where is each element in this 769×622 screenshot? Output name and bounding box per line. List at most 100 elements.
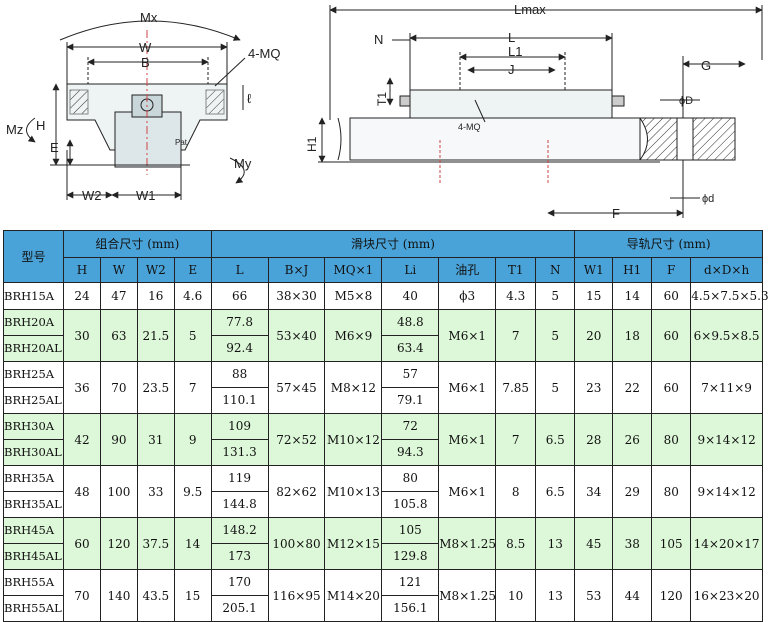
cell-t1: 4.3 xyxy=(495,282,537,310)
cell-e: 14 xyxy=(173,517,212,570)
cell-w: 90 xyxy=(99,413,138,466)
header-col: B×J xyxy=(267,257,326,283)
header-col: Li xyxy=(381,257,440,283)
cell-li-value: 72 xyxy=(382,414,439,440)
header-col: H1 xyxy=(612,257,653,283)
technical-drawing: Mx W B 4-MQ H E Mz W2 W1 My ℓ Pat xyxy=(6,2,763,221)
cell-w2: 23.5 xyxy=(136,361,175,414)
cell-mq: M10×13 xyxy=(324,465,383,518)
cell-li: 72 94.3 xyxy=(381,413,440,466)
model-cell-value: BRH20AL xyxy=(4,341,62,355)
model-cell-value: BRH20A xyxy=(4,310,64,336)
n-label: N xyxy=(374,32,383,47)
e-label: E xyxy=(50,140,59,155)
cell-f: 60 xyxy=(651,309,692,362)
pat-label: Pat xyxy=(175,138,188,147)
cell-l: 119 144.8 xyxy=(210,465,269,518)
cell-bxj: 116×95 xyxy=(267,569,326,622)
model-cell-value: BRH30AL xyxy=(4,445,62,459)
cell-w2: 16 xyxy=(136,282,175,310)
cell-oil-hole: M8×1.25 xyxy=(438,517,497,570)
cell-t1: 8.5 xyxy=(495,517,537,570)
cell-ddh: 7×11×9 xyxy=(690,361,763,414)
cell-li-value: 63.4 xyxy=(396,341,424,355)
cell-w: 70 xyxy=(99,361,138,414)
cell-w2: 21.5 xyxy=(136,309,175,362)
model-cell-value: BRH25A xyxy=(4,362,64,388)
header-col: F xyxy=(651,257,692,283)
cell-w1: 28 xyxy=(574,413,614,466)
cell-l-value: 109 xyxy=(211,414,268,440)
cell-li-value: 40 xyxy=(402,288,418,303)
cell-n: 5 xyxy=(535,282,576,310)
header-col: E xyxy=(173,257,212,283)
cell-h: 48 xyxy=(63,465,101,518)
cell-w2: 43.5 xyxy=(136,569,175,622)
cell-bxj: 53×40 xyxy=(267,309,326,362)
cell-li-value: 79.1 xyxy=(396,393,424,407)
model-cell: BRH15A xyxy=(2,282,65,310)
cell-oil-hole: ϕ3 xyxy=(438,282,497,310)
cell-ddh: 4.5×7.5×5.3 xyxy=(690,282,769,310)
cell-l-value: 110.1 xyxy=(222,393,257,407)
cell-l-value: 119 xyxy=(211,466,268,492)
cell-w: 63 xyxy=(99,309,138,362)
model-cell: BRH20A BRH20AL xyxy=(2,309,65,362)
cell-w: 47 xyxy=(99,282,138,310)
g-label: G xyxy=(701,58,711,73)
cell-mq: M6×9 xyxy=(324,309,383,362)
cell-n: 13 xyxy=(535,517,576,570)
cell-l-value: 88 xyxy=(211,362,268,388)
header-model: 型号 xyxy=(2,230,65,283)
cell-li-value: 129.8 xyxy=(393,549,428,563)
cell-mq: M14×20 xyxy=(324,569,383,622)
cell-l-value: 66 xyxy=(231,288,248,303)
cell-e: 7 xyxy=(173,361,212,414)
cell-n: 6.5 xyxy=(535,413,576,466)
model-cell-value: BRH25AL xyxy=(4,393,62,407)
cell-h1: 44 xyxy=(612,569,653,622)
my-label: My xyxy=(234,156,252,171)
cell-l-value: 148.2 xyxy=(211,518,268,544)
cell-ddh: 14×20×17 xyxy=(690,517,763,570)
cell-bxj: 72×52 xyxy=(267,413,326,466)
t1-label: T1 xyxy=(375,92,389,106)
mq-label: 4-MQ xyxy=(248,46,281,61)
cell-t1: 8 xyxy=(495,465,537,518)
f-label: F xyxy=(612,206,620,221)
cell-e: 15 xyxy=(173,569,212,622)
header-row-cols: H W W2 E L B×J MQ×1 Li 油孔 T1 N W1 H1 F d… xyxy=(4,257,763,283)
front-view-labels: Mx W B 4-MQ H E Mz W2 W1 My ℓ Pat xyxy=(6,10,281,203)
ell-label: ℓ xyxy=(247,91,252,106)
cell-f: 80 xyxy=(651,465,692,518)
cell-li-value: 105.8 xyxy=(393,497,428,511)
cell-l-value: 144.8 xyxy=(222,497,257,511)
cell-h: 60 xyxy=(63,517,101,570)
spec-table: 型号 组合尺寸 (mm) 滑块尺寸 (mm) 导轨尺寸 (mm) H W W2 … xyxy=(2,230,769,622)
model-cell: BRH30A BRH30AL xyxy=(2,413,65,466)
cell-w: 120 xyxy=(99,517,138,570)
cell-h1: 18 xyxy=(612,309,653,362)
header-col: 油孔 xyxy=(438,257,497,283)
l-label: L xyxy=(508,30,515,45)
cell-f: 60 xyxy=(651,361,692,414)
model-cell-value: BRH30A xyxy=(4,414,64,440)
cell-h: 30 xyxy=(63,309,101,362)
cell-l-value: 77.8 xyxy=(211,310,268,336)
header-col: H xyxy=(63,257,101,283)
model-cell-value: BRH55AL xyxy=(4,601,62,615)
cell-w2: 33 xyxy=(136,465,175,518)
cell-li-value: 94.3 xyxy=(396,445,424,459)
w1-label: W1 xyxy=(136,188,156,203)
model-cell-value: BRH45AL xyxy=(4,549,62,563)
mz-label: Mz xyxy=(6,122,23,137)
cell-h1: 38 xyxy=(612,517,653,570)
header-assembly: 组合尺寸 (mm) xyxy=(63,230,212,258)
